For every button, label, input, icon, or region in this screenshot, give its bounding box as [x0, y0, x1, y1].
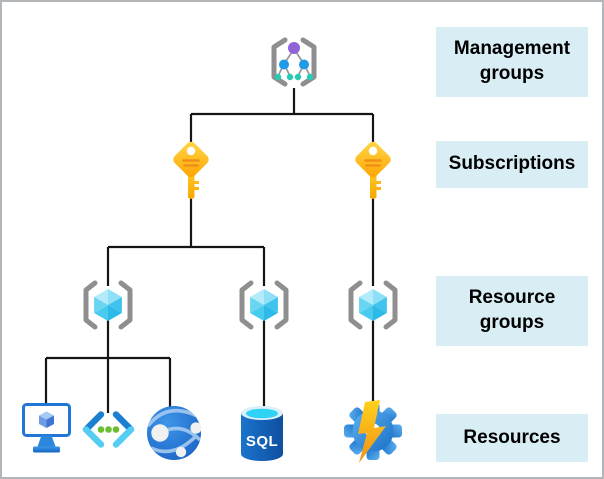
- tree-root-node: [288, 42, 300, 54]
- sql-cylinder-body: [241, 413, 283, 461]
- virtual-machine-icon: [22, 403, 71, 453]
- subscription-key-icon-right: [351, 138, 395, 201]
- automation-gear-icon: [344, 400, 402, 463]
- green-dot: [112, 426, 120, 433]
- tree-child-node: [279, 59, 289, 70]
- cube-right-face: [46, 415, 54, 428]
- tree-leaf-node: [274, 73, 282, 81]
- green-dot: [97, 426, 105, 433]
- resource-group-icon-2: [242, 283, 286, 327]
- green-dot: [105, 426, 112, 433]
- level-label-management-groups: Management groups: [436, 27, 588, 97]
- lightning-bolt-icon: [358, 400, 386, 463]
- level-label-subscriptions: Subscriptions: [436, 141, 588, 188]
- bracket-left: [271, 37, 288, 87]
- resource-group-icon-3: [351, 283, 395, 327]
- tree-child-node: [299, 59, 309, 70]
- code-brackets-icon: [82, 411, 135, 448]
- globe-node-large: [151, 424, 169, 442]
- globe-node-bottom: [175, 446, 187, 458]
- level-label-resources: Resources: [436, 414, 588, 462]
- bracket-right: [300, 37, 317, 87]
- globe-sphere: [147, 406, 201, 460]
- monitor-base: [33, 446, 60, 453]
- sql-cylinder-top: [246, 408, 278, 419]
- tree-leaf-node: [286, 73, 294, 81]
- management-groups-icon: [271, 37, 317, 87]
- tree-leaf-node: [306, 73, 314, 81]
- connector-lines: [44, 88, 375, 413]
- app-service-globe-icon: [147, 406, 202, 460]
- cube-left-face: [39, 415, 47, 428]
- globe-node-right: [190, 422, 202, 434]
- monitor-stand: [37, 435, 56, 447]
- level-label-resource-groups: Resource groups: [436, 276, 588, 346]
- sql-label: SQL: [246, 433, 278, 450]
- resource-group-icon-1: [86, 283, 130, 327]
- subscription-key-icon-left: [169, 138, 213, 201]
- sql-database-icon: SQL: [241, 406, 283, 461]
- tree-leaf-node: [294, 73, 302, 81]
